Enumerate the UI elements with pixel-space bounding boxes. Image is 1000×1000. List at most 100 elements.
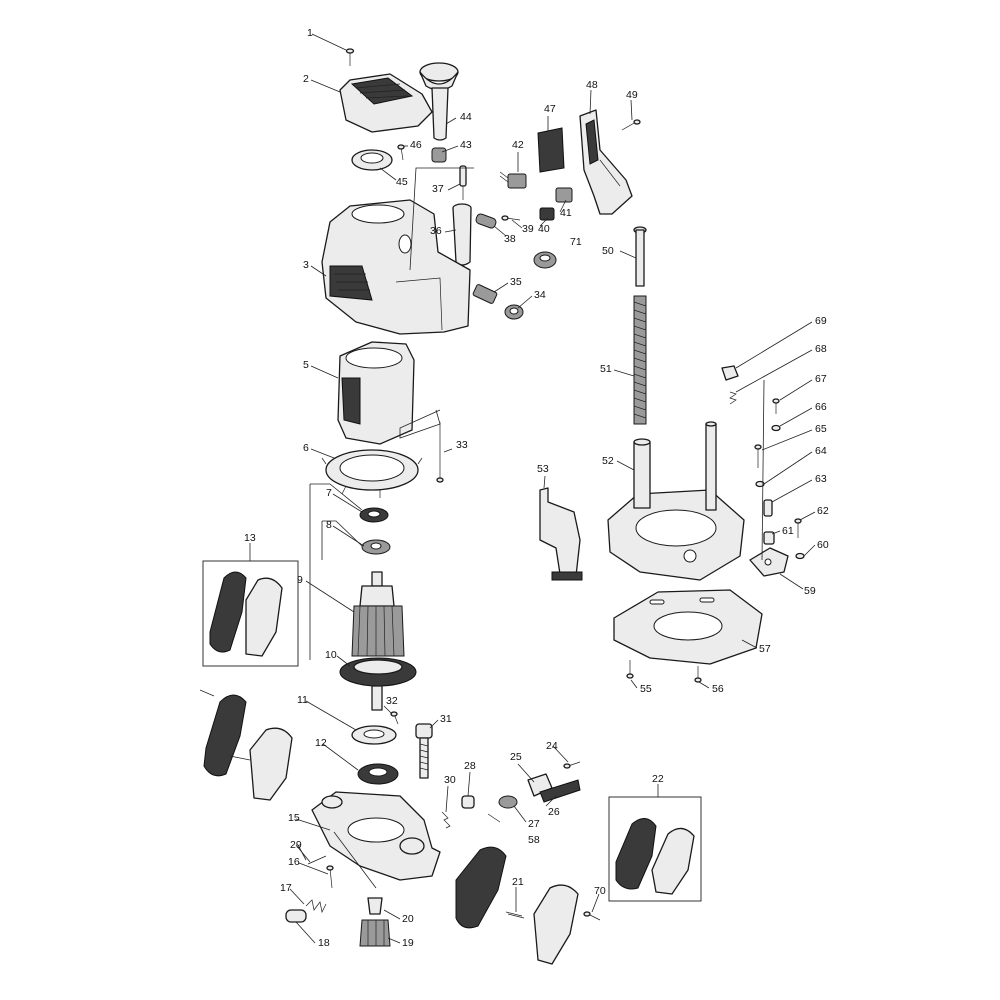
part-49-screw: [621, 119, 641, 131]
callout-45: 45: [396, 176, 408, 188]
callout-68: 68: [815, 343, 827, 355]
callout-42: 42: [512, 139, 524, 151]
part-42-capacitor: [499, 171, 527, 189]
part-45-ring: [351, 149, 393, 171]
callout-27: 27: [528, 818, 540, 830]
part-71-bushing: [533, 251, 557, 269]
part-60-washer: [795, 552, 805, 560]
part-35-locking-screw: [472, 284, 498, 304]
part-55-screw: [626, 660, 634, 679]
part-51-spring: [633, 295, 647, 425]
callout-56: 56: [712, 683, 724, 695]
part-16-screw: [326, 865, 334, 889]
part-18-lock-pin: [285, 909, 307, 923]
callout-5: 5: [303, 359, 309, 371]
callout-28: 28: [464, 760, 476, 772]
part-57-base-plate: [613, 589, 763, 665]
part-15-gear-housing: [311, 791, 441, 881]
callout-2: 2: [303, 73, 309, 85]
callout-55: 55: [640, 683, 652, 695]
callout-58: 58: [528, 834, 540, 846]
callout-57: 57: [759, 643, 771, 655]
part-67-screw: [772, 398, 780, 414]
part-30-spring: [441, 811, 451, 829]
part-17-spring: [305, 899, 327, 914]
part-12-bearing: [357, 763, 399, 785]
part-22-grip-set-box: [608, 796, 702, 902]
callout-43: 43: [460, 139, 472, 151]
part-grip-bottom-pair: [455, 846, 579, 965]
callout-3: 3: [303, 259, 309, 271]
part-65-screw: [754, 444, 762, 468]
callout-34: 34: [534, 289, 546, 301]
callout-46: 46: [410, 139, 422, 151]
part-8-washer: [361, 539, 391, 555]
part-56-screw: [694, 666, 702, 683]
callout-7: 7: [326, 487, 332, 499]
part-2-top-cover: [339, 73, 433, 133]
callout-8: 8: [326, 519, 332, 531]
part-24-screw: [563, 761, 581, 769]
callout-37: 37: [432, 183, 444, 195]
part-66-washer: [771, 424, 781, 432]
callout-29: 29: [290, 839, 302, 851]
part-62-screw: [794, 518, 802, 538]
callout-51: 51: [600, 363, 612, 375]
part-50-rod: [633, 226, 647, 287]
callout-71: 71: [570, 236, 582, 248]
part-13-grip-set-box: [202, 560, 299, 667]
callout-63: 63: [815, 473, 827, 485]
callout-50: 50: [602, 245, 614, 257]
part-9-armature: [351, 571, 405, 657]
part-34-bushing: [504, 304, 524, 320]
part-19-collet-nut: [359, 919, 391, 947]
part-39-screw: [501, 215, 521, 221]
part-68-spring: [729, 391, 737, 405]
part-63-pin: [763, 499, 773, 517]
part-58-pin: [487, 813, 501, 823]
part-1-screw: [345, 48, 355, 66]
callout-10: 10: [325, 649, 337, 661]
part-10-fan: [339, 657, 417, 711]
callout-25: 25: [510, 751, 522, 763]
callout-66: 66: [815, 401, 827, 413]
callout-61: 61: [782, 525, 794, 537]
callout-18: 18: [318, 937, 330, 949]
part-46-screw: [397, 144, 405, 161]
callout-67: 67: [815, 373, 827, 385]
part-52-base: [607, 421, 745, 581]
part-33-screw: [436, 422, 444, 483]
part-29-screw: [307, 855, 327, 865]
part-48-handle-bracket: [579, 109, 633, 215]
part-21-screw: [507, 913, 525, 919]
part-grip-left-pair: [199, 689, 293, 801]
callout-41: 41: [560, 207, 572, 219]
part-70-screw: [583, 911, 601, 921]
part-38-clip: [475, 213, 497, 229]
callout-49: 49: [626, 89, 638, 101]
part-44-knob: [419, 62, 459, 141]
part-69-knob: [721, 365, 739, 381]
part-53-chip-deflector: [539, 487, 583, 581]
part-43-nut: [431, 147, 447, 163]
callout-69: 69: [815, 315, 827, 327]
part-40-lever: [539, 207, 555, 221]
callout-20: 20: [402, 913, 414, 925]
callout-47: 47: [544, 103, 556, 115]
part-3-motor-housing: [321, 199, 471, 335]
part-5-stator: [337, 341, 415, 445]
callout-16: 16: [288, 856, 300, 868]
callout-19: 19: [402, 937, 414, 949]
part-41-switch: [555, 187, 573, 203]
leader-lines: [249, 33, 816, 944]
part-27-knob: [498, 795, 518, 809]
callout-9: 9: [297, 574, 303, 586]
callout-26: 26: [548, 806, 560, 818]
callout-53: 53: [537, 463, 549, 475]
callout-60: 60: [817, 539, 829, 551]
callout-21: 21: [512, 876, 524, 888]
callout-64: 64: [815, 445, 827, 457]
